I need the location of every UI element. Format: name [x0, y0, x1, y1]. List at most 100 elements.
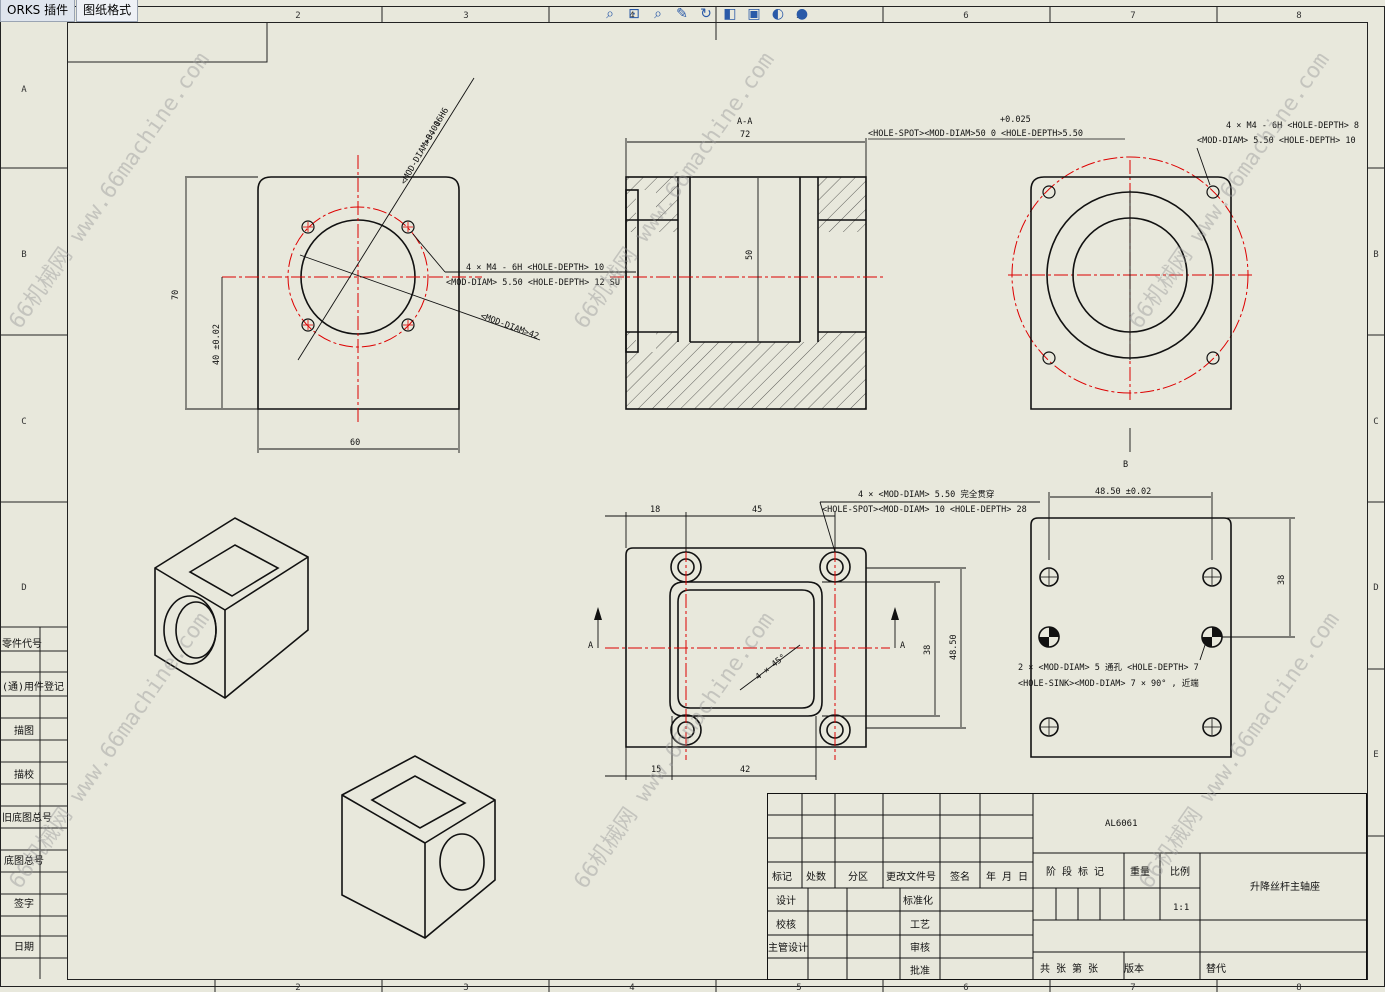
dim-text: 72 [740, 130, 750, 140]
dim-text: 40 ±0.02 [212, 324, 222, 365]
row-label: B [1373, 250, 1378, 260]
section-label: A-A [737, 117, 752, 127]
dim-text: <HOLE-SPOT><MOD-DIAM> 10 <HOLE-DEPTH> 28 [822, 505, 1027, 515]
isometric-view-2 [341, 755, 496, 939]
strip-label: 零件代号 [2, 638, 42, 650]
part-name: 升降丝杆主轴座 [1250, 880, 1320, 893]
col-label: 6 [963, 983, 968, 992]
zoom-to-fit-icon[interactable]: ⌕ [606, 6, 614, 22]
front-centerlines [222, 155, 482, 425]
isometric-view-1 [154, 517, 309, 699]
col-label: 6 [963, 11, 968, 21]
dim-text: 4 × <MOD-DIAM> 5.50 完全贯穿 [858, 489, 994, 500]
col-label: 2 [295, 983, 300, 992]
sheet-border [0, 6, 1385, 992]
dim-text: 48.50 [949, 634, 959, 660]
display-style-icon[interactable]: ◧ [723, 6, 737, 22]
tb-label: 替代 [1206, 962, 1226, 975]
select-icon[interactable]: ✎ [676, 6, 688, 22]
tab-sheet-format[interactable]: 图纸格式 [76, 0, 139, 22]
bottom-view [1030, 492, 1295, 758]
tb-label: 校核 [776, 918, 796, 931]
appearance-icon[interactable]: ● [795, 6, 809, 22]
zoom-area-icon[interactable]: ⊡ [628, 6, 640, 22]
sheet-tabs: ORKS 插件 图纸格式 [0, 0, 139, 22]
dim-text: 70 [171, 290, 181, 300]
dim-text: 38 [923, 645, 933, 655]
tb-label: 审核 [910, 941, 930, 954]
scale-text: 1:1 [1173, 903, 1189, 913]
tb-label: 版本 [1124, 962, 1144, 975]
row-label: C [1373, 417, 1378, 427]
tb-label: 阶 段 标 记 [1046, 865, 1104, 878]
tb-label: 工艺 [910, 919, 930, 931]
strip-label: 描校 [14, 768, 34, 781]
tb-label: 重量 [1130, 865, 1150, 878]
col-label: 5 [796, 983, 801, 992]
col-label: 8 [1296, 11, 1301, 21]
dim-text: 50 [745, 250, 755, 260]
col-label: 7 [1130, 11, 1135, 21]
top-view [594, 501, 1040, 780]
dim-text: 15 [651, 765, 661, 775]
rotate-icon[interactable]: ↻ [700, 6, 712, 22]
tb-label: 标准化 [903, 894, 933, 907]
col-label: 3 [463, 983, 468, 992]
strip-label: 日期 [14, 941, 34, 953]
section-marker: A [900, 641, 905, 651]
view-orientation-icon[interactable]: ▣ [747, 6, 761, 22]
col-label: 4 [629, 11, 634, 21]
dim-text: 4 × M4 - 6H <HOLE-DEPTH> 8 [1226, 121, 1359, 131]
tb-header: 标记 [772, 871, 792, 883]
strip-label: 旧底图总号 [2, 811, 52, 824]
row-label: D [21, 583, 26, 593]
front-holes [301, 220, 415, 332]
strip-label: 描图 [14, 724, 34, 737]
dim-text: 4 × M4 - 6H <HOLE-DEPTH> 10 [466, 263, 604, 273]
row-label: D [1373, 583, 1378, 593]
col-label: 7 [1130, 983, 1135, 992]
section-dimension-lines [625, 138, 867, 341]
tb-label: 比例 [1170, 865, 1190, 878]
zoom-in-out-icon[interactable]: ⌕ [654, 6, 662, 22]
heads-up-toolbar: ⌕ ⊡ ⌕ ✎ ↻ ◧ ▣ ◐ ● [600, 5, 812, 25]
material-text: AL6061 [1105, 819, 1138, 829]
col-label: 2 [295, 11, 300, 21]
view-label: B [1123, 460, 1128, 470]
row-label: E [1373, 750, 1378, 760]
dim-text: 18 [650, 505, 660, 515]
row-label: B [21, 250, 26, 260]
front-dimension-lines [185, 77, 640, 453]
front-hole-marks [303, 222, 413, 330]
dim-text: <MOD-DIAM> 5.50 <HOLE-DEPTH> 12 SU [446, 278, 620, 288]
section-view [610, 176, 885, 410]
col-label: 4 [629, 983, 634, 992]
tb-label: 设计 [776, 894, 796, 907]
strip-label: 签字 [14, 897, 34, 910]
tb-header: 分区 [848, 871, 868, 883]
row-label: C [21, 417, 26, 427]
dim-text: +0.025 [1000, 115, 1031, 125]
dim-text: 38 [1277, 575, 1287, 585]
dim-text: <MOD-DIAM> 5.50 <HOLE-DEPTH> 10 [1197, 136, 1356, 146]
tb-header: 年 月 日 [986, 870, 1028, 883]
section-marker: A [588, 641, 593, 651]
tb-label: 共 张 第 张 [1040, 962, 1098, 975]
dim-text: 60 [350, 438, 360, 448]
hide-show-icon[interactable]: ◐ [771, 6, 785, 22]
title-block [767, 793, 1367, 980]
strip-label: 底图总号 [4, 854, 44, 867]
tab-addins[interactable]: ORKS 插件 [0, 0, 76, 22]
dim-text: 45 [752, 505, 762, 515]
row-label: A [21, 85, 27, 95]
right-view [1008, 147, 1255, 452]
col-label: 3 [463, 11, 468, 21]
tb-label: 批准 [910, 964, 930, 977]
tb-header: 更改文件号 [886, 870, 936, 883]
dim-text: 48.50 ±0.02 [1095, 487, 1151, 497]
tb-header: 处数 [806, 870, 826, 883]
tb-header: 签名 [950, 870, 970, 883]
dim-text: 2 × <MOD-DIAM> 5 通孔 <HOLE-DEPTH> 7 [1018, 662, 1199, 673]
strip-label: (通)用件登记 [2, 680, 64, 693]
dim-text: 42 [740, 765, 750, 775]
